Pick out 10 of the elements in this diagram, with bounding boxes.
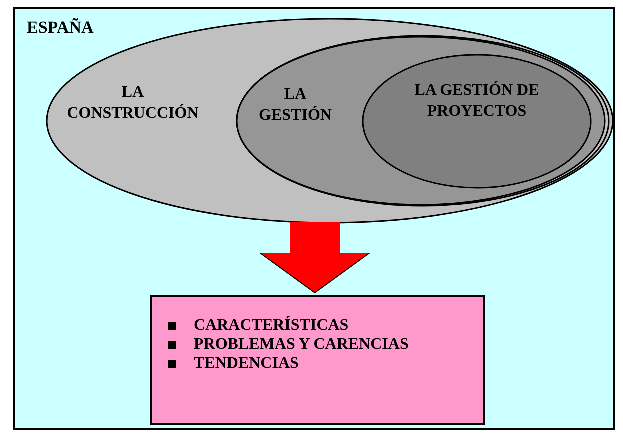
topic-box [150, 295, 485, 425]
ellipse-label: LA GESTIÓN DE PROYECTOS [414, 80, 540, 122]
list-item: CARACTERÍSTICAS [194, 315, 349, 336]
region-title: ESPAÑA [27, 17, 94, 38]
block-arrow [260, 222, 370, 294]
list-item: TENDENCIAS [194, 354, 299, 374]
list-item: PROBLEMAS Y CARENCIAS [194, 335, 409, 355]
ellipse-label: LA GESTIÓN [258, 85, 333, 126]
region-panel [13, 7, 615, 430]
ellipse-label: LA CONSTRUCCIÓN [66, 83, 200, 124]
